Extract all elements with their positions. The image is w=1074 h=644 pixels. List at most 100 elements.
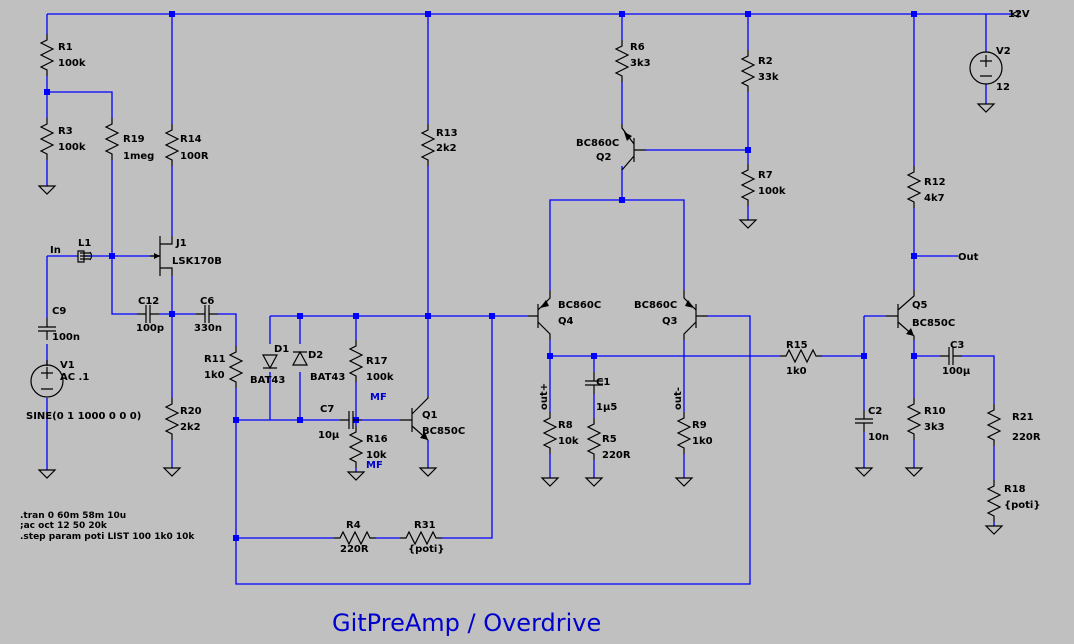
r20-value: 2k2 xyxy=(180,422,201,433)
r17-model-flag: MF xyxy=(370,392,387,403)
c6-value: 330n xyxy=(194,323,222,334)
spice-directives: .tran 0 60m 58m 10u ;ac oct 12 50 20k .s… xyxy=(20,511,195,542)
resistor-r31: R31 {poti} xyxy=(399,520,444,555)
diode-d1: D1 BAT43 xyxy=(250,344,289,386)
resistor-r2: R2 33k xyxy=(741,49,779,93)
c1-value: 1µ5 xyxy=(596,402,617,413)
v1-function: SINE(0 1 1000 0 0 0) xyxy=(26,411,141,422)
capacitor-c2: C2 10n xyxy=(854,406,889,443)
c6-name: C6 xyxy=(200,296,214,307)
capacitor-c12: C12 100p xyxy=(136,296,164,334)
r7-name: R7 xyxy=(758,170,773,181)
ground-symbols xyxy=(38,103,1003,535)
c7-value: 10µ xyxy=(318,430,340,441)
r8-name: R8 xyxy=(558,420,573,431)
r2-name: R2 xyxy=(758,56,773,67)
resistor-r11: R11 1k0 xyxy=(204,345,243,389)
resistor-r13: R13 2k2 xyxy=(421,123,458,167)
r14-value: 100R xyxy=(180,151,209,162)
v1-name: V1 xyxy=(60,360,75,371)
r12-name: R12 xyxy=(924,177,946,188)
transistor-q1: Q1 BC850C xyxy=(400,396,465,441)
r5-value: 220R xyxy=(602,450,631,461)
q4-value: BC860C xyxy=(558,300,601,311)
r10-name: R10 xyxy=(924,406,946,417)
c3-value: 100µ xyxy=(942,366,971,377)
r11-value: 1k0 xyxy=(204,370,225,381)
out-plus-label: out+ xyxy=(539,383,550,410)
r3-name: R3 xyxy=(58,126,73,137)
r9-name: R9 xyxy=(692,420,707,431)
q1-value: BC850C xyxy=(422,426,465,437)
r6-name: R6 xyxy=(630,42,645,53)
r15-value: 1k0 xyxy=(786,366,807,377)
output-net-label: Out xyxy=(958,252,979,263)
r31-value: {poti} xyxy=(408,544,444,555)
resistor-r21: R21 220R xyxy=(987,403,1041,447)
resistor-r5: R5 220R xyxy=(587,417,631,461)
resistor-r18: R18 {poti} xyxy=(987,479,1040,523)
d1-name: D1 xyxy=(274,344,289,355)
resistor-r16: R16 10k MF xyxy=(349,425,388,471)
resistor-r7: R7 100k xyxy=(741,163,786,207)
r4-name: R4 xyxy=(346,520,361,531)
r13-value: 2k2 xyxy=(436,143,457,154)
q3-value: BC860C xyxy=(634,300,677,311)
c2-name: C2 xyxy=(868,406,882,417)
q1-name: Q1 xyxy=(422,410,438,421)
q5-name: Q5 xyxy=(912,300,928,311)
q4-name: Q4 xyxy=(558,316,574,327)
directive-ac: ;ac oct 12 50 20k xyxy=(20,521,108,531)
c9-value: 100n xyxy=(52,332,80,343)
inductor-l1: L1 In xyxy=(50,238,93,263)
voltage-source-v1: V1 AC .1 SINE(0 1 1000 0 0 0) xyxy=(26,360,141,422)
resistor-r12: R12 4k7 xyxy=(907,165,946,209)
c1-name: C1 xyxy=(596,377,610,388)
resistor-r6: R6 3k3 xyxy=(615,39,651,83)
r19-name: R19 xyxy=(123,134,145,145)
r20-name: R20 xyxy=(180,406,202,417)
r12-value: 4k7 xyxy=(924,193,945,204)
v1-value: AC .1 xyxy=(60,372,89,383)
resistor-r1: R1 100k xyxy=(40,33,86,77)
d2-name: D2 xyxy=(308,350,323,361)
r17-value: 100k xyxy=(366,372,394,383)
junctions xyxy=(44,11,917,541)
r2-value: 33k xyxy=(758,72,779,83)
r19-value: 1meg xyxy=(123,151,154,162)
input-net-label: In xyxy=(50,245,61,256)
r14-name: R14 xyxy=(180,134,202,145)
r1-name: R1 xyxy=(58,42,73,53)
c2-value: 10n xyxy=(868,432,889,443)
r17-name: R17 xyxy=(366,356,388,367)
c3-name: C3 xyxy=(950,340,964,351)
l1-name: L1 xyxy=(78,238,91,249)
q3-name: Q3 xyxy=(662,316,678,327)
transistor-q4: BC860C Q4 out+ xyxy=(528,290,601,410)
jfet-j1: J1 LSK170B xyxy=(150,236,222,276)
r21-name: R21 xyxy=(1012,412,1034,423)
resistor-r19: R19 1meg xyxy=(105,117,154,162)
d2-value: BAT43 xyxy=(310,372,345,383)
capacitor-c9: C9 100n xyxy=(37,306,80,343)
supply-net-label: 12V xyxy=(1008,9,1030,20)
resistor-r4: R4 220R xyxy=(333,520,377,555)
out-minus-label: out- xyxy=(673,387,684,410)
resistor-r15: R15 1k0 xyxy=(779,340,823,377)
r5-name: R5 xyxy=(602,434,617,445)
r4-value: 220R xyxy=(340,544,369,555)
r13-name: R13 xyxy=(436,128,458,139)
r9-value: 1k0 xyxy=(692,436,713,447)
resistor-r3: R3 100k xyxy=(40,117,86,161)
capacitor-c7: C7 10µ xyxy=(318,404,363,441)
c9-name: C9 xyxy=(52,306,66,317)
transistor-q3: BC860C Q3 out- xyxy=(634,290,708,410)
capacitor-c6: C6 330n xyxy=(194,296,222,334)
wires xyxy=(46,13,1012,585)
voltage-source-v2: V2 12 xyxy=(969,46,1011,93)
transistor-q2: BC860C Q2 xyxy=(576,124,646,171)
r11-name: R11 xyxy=(204,354,226,365)
resistor-r9: R9 1k0 xyxy=(677,411,713,455)
r8-value: 10k xyxy=(558,436,579,447)
q5-value: BC850C xyxy=(912,318,955,329)
